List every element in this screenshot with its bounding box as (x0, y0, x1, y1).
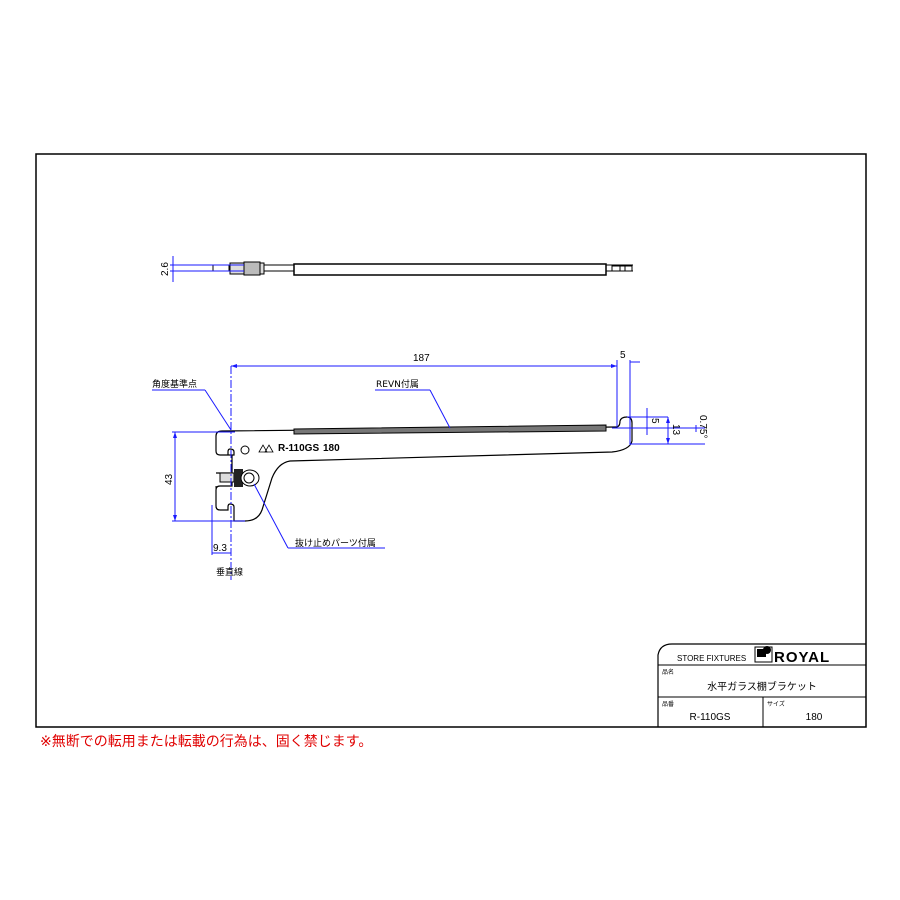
company-tagline: STORE FIXTURES (677, 654, 746, 663)
size-label: サイズ (767, 700, 785, 708)
name-value: 水平ガラス棚ブラケット (707, 680, 817, 693)
dim-offset: 9.3 (213, 543, 227, 554)
dim-lip-height: 5 (649, 418, 660, 424)
dim-angle: 0.75° (697, 415, 708, 438)
dimension-arrows (173, 364, 670, 521)
top-view: 2.6 (160, 256, 633, 282)
dimension-lines (152, 360, 705, 580)
stamp-size: 180 (323, 443, 340, 454)
dim-thickness: 2.6 (160, 262, 171, 276)
drawing-frame (35, 153, 867, 728)
name-label: 品名 (662, 668, 674, 676)
label-revn: REVN付属 (376, 379, 419, 390)
label-vertical-line: 垂直線 (216, 566, 243, 578)
label-angle-reference: 角度基準点 (152, 378, 197, 390)
dim-height: 43 (164, 473, 175, 485)
dim-length: 187 (413, 353, 430, 364)
part-label: 品番 (662, 701, 674, 708)
dim-lip: 5 (620, 350, 626, 361)
label-stopper: 抜け止めパーツ付属 (295, 537, 376, 549)
stamp-logo-icon (258, 444, 274, 453)
bracket-side-view: R-110GS 180 (215, 416, 633, 522)
dim-end-height: 13 (670, 424, 681, 436)
brand-name: ROYAL (774, 649, 830, 666)
copyright-note: ※無断での転用または転載の行為は、固く禁じます。 (40, 734, 373, 750)
part-value: R-110GS (690, 712, 731, 723)
stamp-model: R-110GS (278, 443, 319, 454)
title-block: STORE FIXTURES ROYAL 品名 水平ガラス棚ブラケット 品番 R… (657, 643, 866, 727)
size-value: 180 (806, 712, 823, 723)
